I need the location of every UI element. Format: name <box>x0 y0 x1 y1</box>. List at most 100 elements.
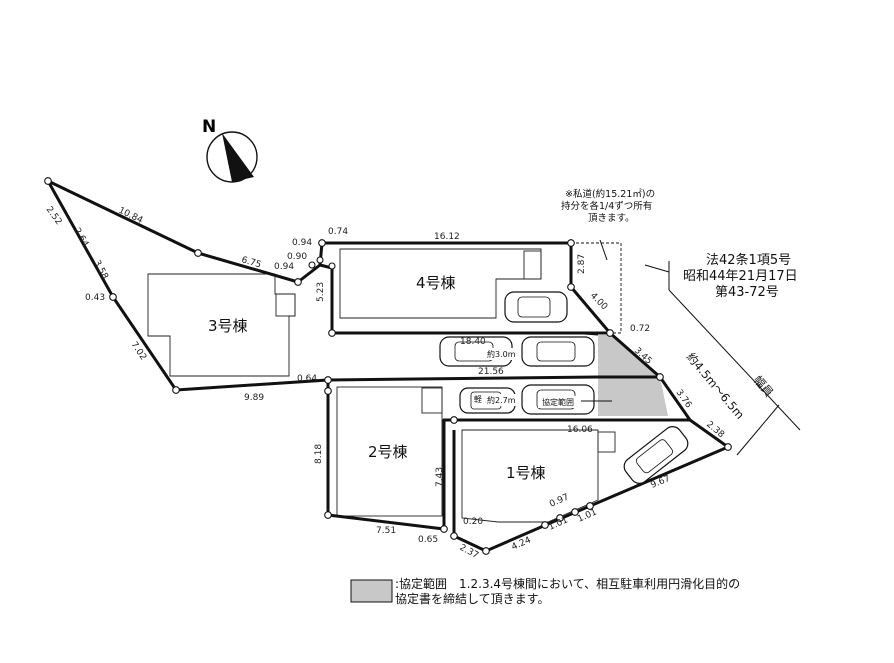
boundary-point <box>318 239 326 247</box>
road-width-indicator <box>736 404 780 456</box>
compass-north-label: N <box>202 117 216 137</box>
dimension-label: 0.20 <box>463 517 483 527</box>
boundary-point <box>328 329 336 337</box>
legend-swatch <box>350 579 393 603</box>
boundary-point <box>724 443 732 451</box>
boundary-point <box>324 511 332 519</box>
agreement-area-tag: 協定範囲 <box>542 397 574 407</box>
dimension-label: 9.89 <box>244 393 264 403</box>
dimension-label: 0.94 <box>274 262 294 272</box>
dimension-label: 0.72 <box>630 324 650 334</box>
boundary-point <box>328 262 336 270</box>
compass-arrow-icon <box>222 133 254 182</box>
road-law-line: 第43-72号 <box>715 285 779 300</box>
building-footprints <box>147 248 616 523</box>
legend: :協定範囲 1.2.3.4号棟間において、相互駐車利用円滑化目的の 協定書を締結… <box>350 576 740 606</box>
legend-line-2: 協定書を締結して頂きます。 <box>395 591 549 606</box>
dimension-label: 0.74 <box>328 227 348 237</box>
building-3-annex <box>275 293 296 317</box>
building-4-footprint <box>339 248 542 319</box>
boundary-points <box>44 177 732 555</box>
lot-top-boundary <box>47 179 612 334</box>
road-law-note: 法42条1項5号 昭和44年21月17日 第43-72号 <box>683 252 798 300</box>
boundary-point <box>44 177 52 185</box>
lot-4-boundary <box>319 263 610 335</box>
car-icon <box>504 291 568 323</box>
dimension-label: 0.64 <box>297 374 317 384</box>
dimension-label: 2.64 <box>71 227 90 250</box>
legend-line-1: :協定範囲 1.2.3.4号棟間において、相互駐車利用円滑化目的の <box>395 576 740 591</box>
boundary-point <box>294 278 302 286</box>
dimension-label: 8.18 <box>314 444 324 464</box>
boundary-point <box>656 373 664 381</box>
dimension-label: 7.51 <box>376 526 396 536</box>
dimension-label: 2.52 <box>44 205 64 227</box>
dimension-label: 0.65 <box>418 535 438 545</box>
boundary-point <box>541 521 549 529</box>
dimension-label: 16.12 <box>434 232 460 242</box>
dimension-label: 7.43 <box>435 467 445 487</box>
dimension-label: 0.43 <box>85 293 105 303</box>
boundary-point <box>450 416 458 424</box>
lot-boundaries <box>46 179 730 553</box>
building-1-footprint <box>461 429 599 523</box>
parking-width-box <box>484 394 520 406</box>
boundary-point <box>450 532 458 540</box>
boundary-point <box>109 293 117 301</box>
private-road-outline <box>571 242 622 334</box>
dimension-label: 21.56 <box>478 367 504 377</box>
dimension-label: 1.01 <box>547 515 569 532</box>
dimension-label: 2.87 <box>577 254 587 274</box>
lot-4-end-line <box>569 332 599 336</box>
dimension-label: 0.94 <box>292 238 312 248</box>
boundary-point <box>308 261 316 269</box>
dimension-label: 9.67 <box>649 474 671 491</box>
dimension-label: 5.23 <box>316 282 326 302</box>
road-law-leader <box>644 264 670 273</box>
dimension-label: 16.06 <box>567 425 593 435</box>
dimension-label: 10.84 <box>117 206 145 226</box>
building-4-label: 4号棟 <box>416 274 456 292</box>
dimension-label: 0.97 <box>548 492 570 509</box>
private-road-note-line: ※私道(約15.21㎡)の <box>565 188 655 200</box>
building-3-label: 3号棟 <box>208 317 248 335</box>
boundary-point <box>316 256 324 264</box>
boundary-point <box>567 283 575 291</box>
boundary-point <box>194 249 202 257</box>
building-2-annex <box>421 387 443 414</box>
private-road-leader <box>599 239 608 261</box>
boundary-point <box>172 386 180 394</box>
road-law-line: 法42条1項5号 <box>706 252 791 268</box>
car-icon <box>623 426 689 484</box>
boundary-point <box>586 502 594 510</box>
agreement-area-shading <box>598 335 668 416</box>
boundary-point <box>440 525 448 533</box>
boundary-point <box>567 239 575 247</box>
private-road-note: ※私道(約15.21㎡)の 持分を各1/4ずつ所有 頂きます。 <box>561 188 655 224</box>
private-road-note-line: 頂きます。 <box>588 213 635 224</box>
lot-3-boundary <box>46 180 660 392</box>
parking-width-3m: 約3.0m <box>487 349 516 359</box>
building-1-label: 1号棟 <box>506 464 546 482</box>
boundary-point <box>482 547 490 555</box>
boundary-point <box>324 376 332 384</box>
boundary-point <box>324 387 332 395</box>
compass: N <box>202 117 258 183</box>
road-width-label: 幅員 <box>751 373 777 400</box>
building-1-annex <box>597 431 616 453</box>
boundary-point <box>556 514 564 522</box>
agreement-tag-box <box>538 396 580 408</box>
parking-width-box <box>484 348 520 360</box>
parking-width-2-7m: 約2.7m <box>487 395 516 405</box>
dimension-label: 18.40 <box>460 337 486 347</box>
boundary-point <box>606 329 614 337</box>
private-road-note-line: 持分を各1/4ずつ所有 <box>561 200 652 212</box>
dimension-label: 0.90 <box>287 252 307 262</box>
kei-car-label: 軽 <box>474 395 482 404</box>
building-2-label: 2号棟 <box>368 443 408 461</box>
road-width-value: 約4.5m～6.5m <box>684 350 747 422</box>
dimension-label: 3.58 <box>91 259 109 282</box>
boundary-point <box>571 508 579 516</box>
car-icon <box>521 336 595 367</box>
